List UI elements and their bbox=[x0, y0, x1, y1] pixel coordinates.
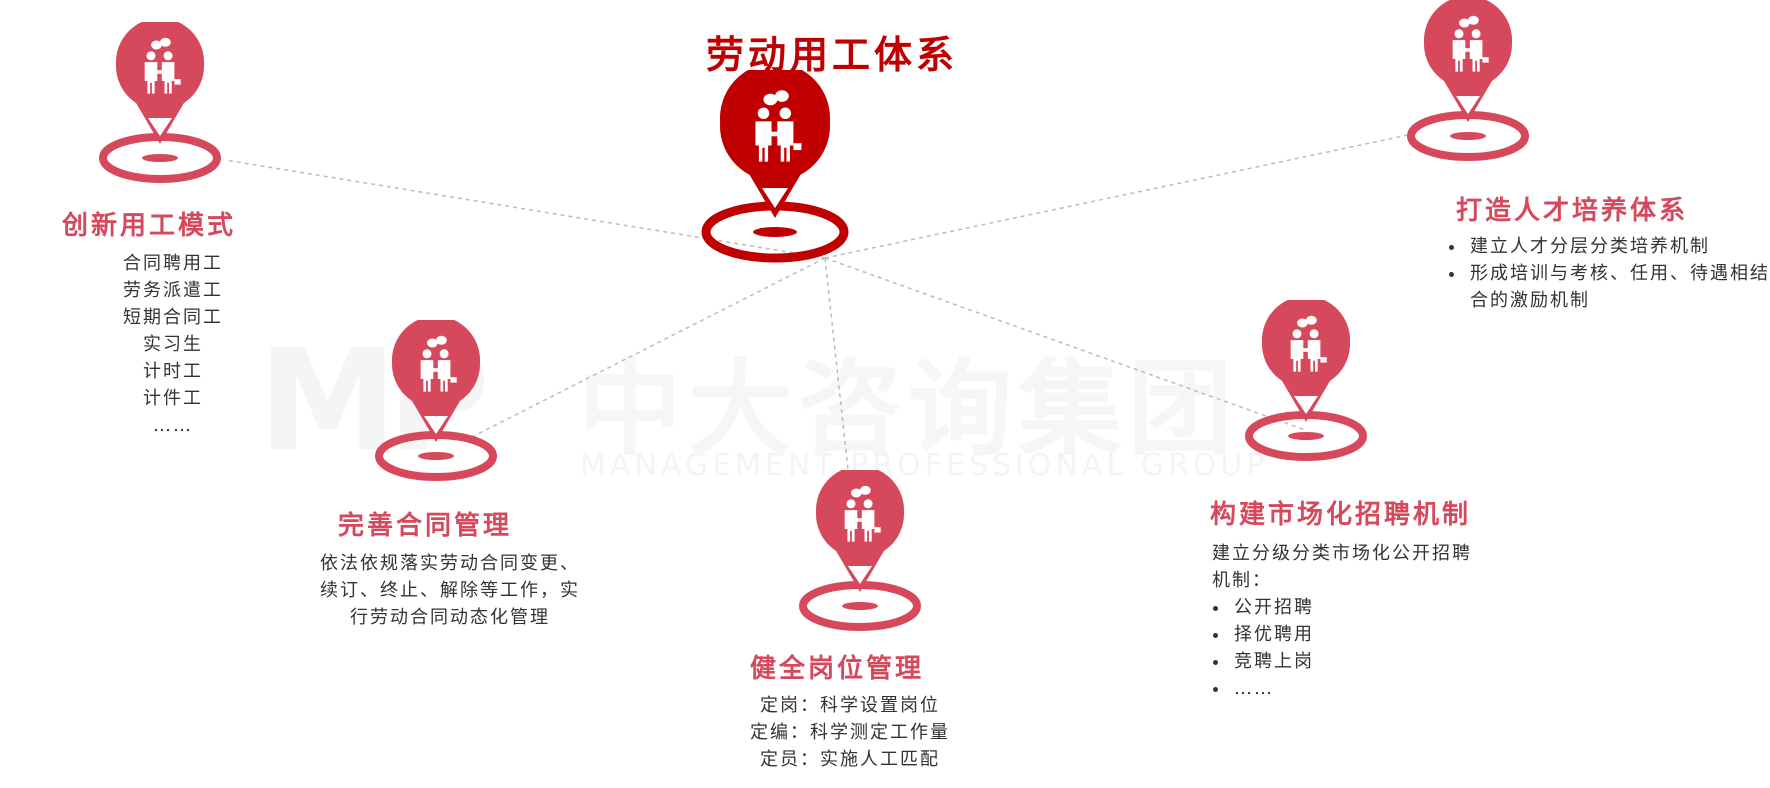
desc-line: 依法依规落实劳动合同变更、 bbox=[320, 553, 580, 574]
list-item: 短期合同工 bbox=[123, 307, 223, 328]
innovate-title: 创新用工模式 bbox=[62, 211, 237, 241]
talent-title: 打造人才培养体系 bbox=[1456, 196, 1689, 226]
connector-post bbox=[824, 257, 861, 581]
contract-pin bbox=[375, 320, 497, 481]
post-list: 定岗：科学设置岗位 定编：科学测定工作量 定员：实施人工匹配 bbox=[720, 692, 980, 773]
list-item: 实习生 bbox=[143, 334, 203, 355]
connector-contract bbox=[465, 257, 826, 441]
list-item: 定编：科学测定工作量 bbox=[750, 722, 950, 743]
main-title: 劳动用工体系 bbox=[706, 32, 959, 77]
list-item: 竞聘上岗 bbox=[1230, 648, 1552, 675]
talent-list: 建立人才分层分类培养机制 形成培训与考核、任用、待遇相结合的激励机制 bbox=[1440, 233, 1770, 314]
list-item: 劳务派遣工 bbox=[123, 280, 223, 301]
desc-line: 行劳动合同动态化管理 bbox=[350, 607, 550, 628]
list-item: 形成培训与考核、任用、待遇相结合的激励机制 bbox=[1466, 260, 1770, 314]
recruit-pin bbox=[1245, 300, 1367, 461]
list-item: 建立人才分层分类培养机制 bbox=[1466, 233, 1770, 260]
list-item: 择优聘用 bbox=[1230, 621, 1552, 648]
talent-pin bbox=[1407, 0, 1529, 161]
post-pin bbox=[799, 470, 921, 631]
connector-innovate bbox=[224, 159, 826, 259]
contract-title: 完善合同管理 bbox=[338, 511, 513, 541]
list-item: 定员：实施人工匹配 bbox=[760, 749, 940, 770]
recruit-title: 构建市场化招聘机制 bbox=[1210, 500, 1472, 530]
innovate-pin bbox=[99, 22, 221, 183]
desc-line: 建立分级分类市场化公开招聘 bbox=[1212, 543, 1472, 564]
contract-desc: 依法依规落实劳动合同变更、 续订、终止、解除等工作，实 行劳动合同动态化管理 bbox=[290, 550, 610, 631]
center-pin bbox=[701, 70, 849, 263]
list-item: …… bbox=[1230, 675, 1552, 702]
desc-line: 机制： bbox=[1212, 570, 1272, 591]
innovate-list: 合同聘用工 劳务派遣工 短期合同工 实习生 计时工 计件工 …… bbox=[100, 250, 246, 439]
recruit-desc: 建立分级分类市场化公开招聘 机制： 公开招聘 择优聘用 竞聘上岗 …… bbox=[1212, 540, 1552, 702]
list-item: 合同聘用工 bbox=[123, 253, 223, 274]
connector-recruit bbox=[824, 257, 1306, 431]
recruit-list: 公开招聘 择优聘用 竞聘上岗 …… bbox=[1212, 594, 1552, 702]
post-title: 健全岗位管理 bbox=[750, 654, 925, 684]
list-item: 计时工 bbox=[143, 361, 203, 382]
desc-line: 续订、终止、解除等工作，实 bbox=[320, 580, 580, 601]
list-item: 计件工 bbox=[143, 388, 203, 409]
list-item: …… bbox=[153, 415, 193, 436]
list-item: 定岗：科学设置岗位 bbox=[760, 695, 940, 716]
list-item: 公开招聘 bbox=[1230, 594, 1552, 621]
connector-talent bbox=[824, 134, 1409, 259]
